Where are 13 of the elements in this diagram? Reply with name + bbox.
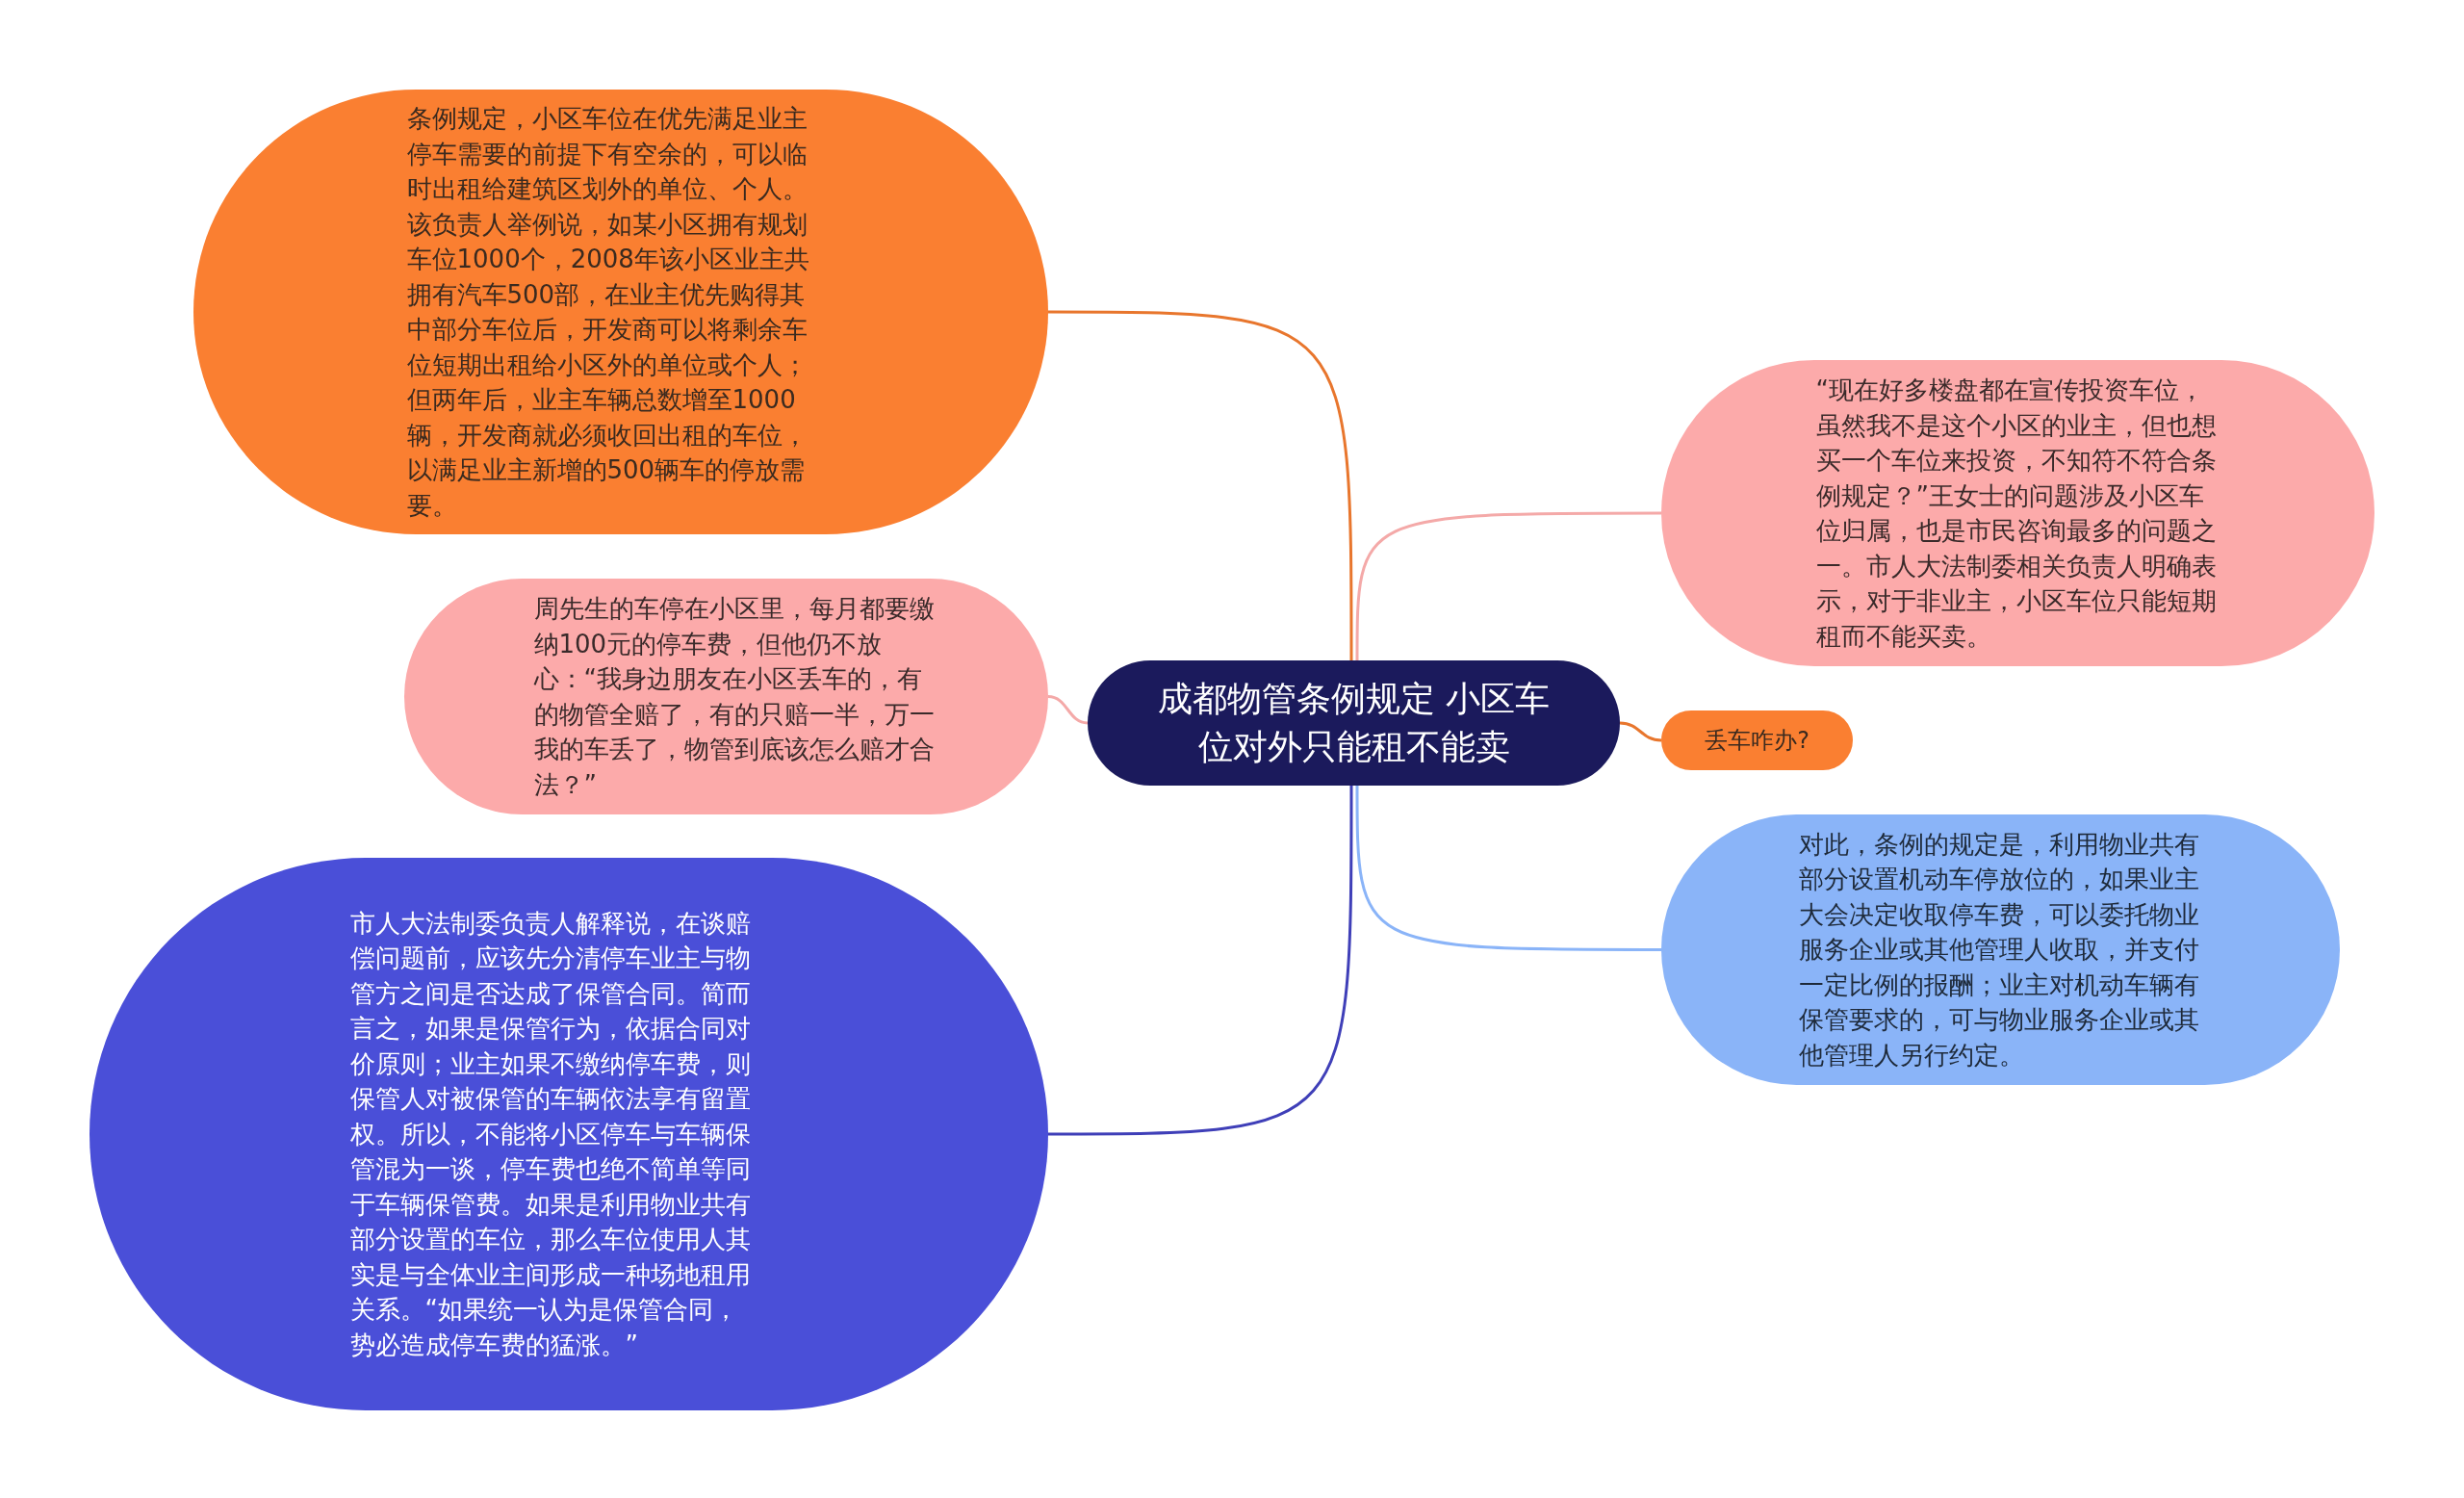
node-text: 成都物管条例规定 小区车位对外只能租不能卖 — [1156, 678, 1552, 768]
node-text: 条例规定，小区车位在优先满足业主停车需要的前提下有空余的，可以临时出租给建筑区划外的单位、个人。该负责人举例说，如某小区拥有规划车位1000个，2008年该小区业主共拥有汽车500部，在业主优先购得其中部分车位后，开发商可以将剩余车位短期出租给小区外的单位或个人；但两年后，业主车辆总数增至1000辆，开发商就必须收回出租的车位，以满足业主新增的500辆车的停放需要。 — [406, 103, 810, 522]
node-text: “现在好多楼盘都在宣传投资车位，虽然我不是这个小区的业主，但也想买一个车位来投资，不知符不符合条例规定？”王女士的问题涉及小区车位归属，也是市民咨询最多的问题之一。市人大法制委相关负责人明确表示，对于非业主，小区车位只能短期租而不能买卖。 — [1815, 374, 2218, 653]
connector-line — [1048, 786, 1353, 1136]
connector-line — [1355, 511, 1661, 660]
connector-line — [1048, 310, 1353, 660]
node-text: 丢车咋办? — [1704, 726, 1810, 756]
node-text: 周先生的车停在小区里，每月都要缴纳100元的停车费，但他仍不放心：“我身边朋友在小区丢车的，有的物管全赔了，有的只赔一半，万一我的车丢了，物管到底该怎么赔才合法？” — [533, 593, 936, 801]
connector-line — [1047, 695, 1089, 725]
connector-line — [1619, 721, 1662, 742]
node-text: 市人大法制委负责人解释说，在谈赔偿问题前，应该先分清停车业主与物管方之间是否达成了保管合同。简而言之，如果是保管行为，依据合同对价原则；业主如果不缴纳停车费，则保管人对被保管的车辆依法享有留置权。所以，不能将小区停车与车辆保管混为一谈，停车费也绝不简单等同于车辆保管费。如果是利用物业共有部分设置的车位，那么车位使用人其实是与全体业主间形成一种场地租用关系。“如果统一认为是保管合同，势必造成停车费的猛涨。” — [349, 907, 752, 1361]
connector-line — [1355, 786, 1661, 951]
node-text: 对此，条例的规定是，利用物业共有部分设置机动车停放位的，如果业主大会决定收取停车费，可以委托物业服务企业或其他管理人收取，并支付一定比例的报酬；业主对机动车辆有保管要求的，可与物业服务企业或其他管理人另行约定。 — [1798, 828, 2200, 1072]
